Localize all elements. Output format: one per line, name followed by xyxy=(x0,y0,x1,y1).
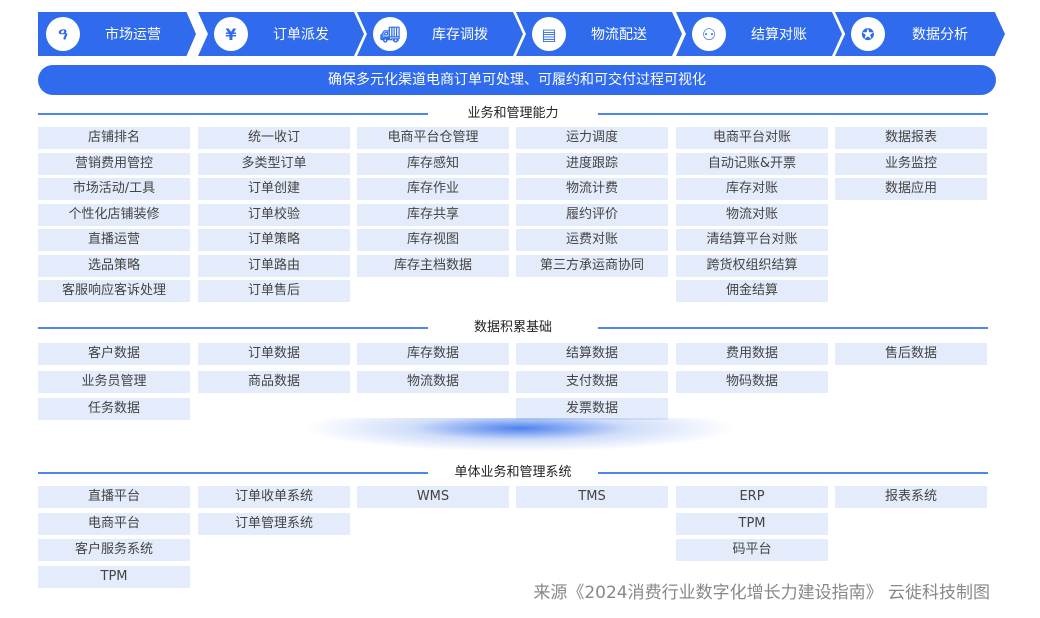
section-header: 单体业务和管理系统 xyxy=(38,463,988,483)
capability-cell: 客户数据 xyxy=(38,343,190,365)
divider xyxy=(38,327,428,329)
capability-cell: 库存作业 xyxy=(357,178,509,200)
capability-cell: 发票数据 xyxy=(516,398,668,420)
capability-cell: 电商平台 xyxy=(38,512,190,535)
divider xyxy=(38,472,428,474)
capability-cell: 库存数据 xyxy=(357,343,509,365)
capability-cell: 跨货权组织结算 xyxy=(676,254,828,277)
capability-cell: 订单路由 xyxy=(198,254,350,277)
section-title: 单体业务和管理系统 xyxy=(454,465,572,480)
capability-cell: 库存共享 xyxy=(357,203,509,226)
capability-cell: 支付数据 xyxy=(516,370,668,393)
capability-cell: 订单管理系统 xyxy=(198,512,350,535)
capability-cell: 店铺排名 xyxy=(38,127,190,149)
step-label: 市场运营 xyxy=(105,27,161,43)
capability-cell: 运力调度 xyxy=(516,127,668,149)
step-2: ¥ 订单派发 xyxy=(198,12,364,56)
capability-cell: TMS xyxy=(516,486,668,508)
section-header: 业务和管理能力 xyxy=(38,104,988,124)
section-header: 数据积累基础 xyxy=(38,318,988,338)
capability-cell: TPM xyxy=(676,512,828,535)
medal-icon: ✪ xyxy=(851,17,885,51)
capability-cell: 业务员管理 xyxy=(38,370,190,393)
step-label: 数据分析 xyxy=(912,27,968,43)
capability-cell: 佣金结算 xyxy=(676,280,828,302)
capability-cell: 订单售后 xyxy=(198,280,350,302)
step-label: 订单派发 xyxy=(273,27,329,43)
capability-cell: ERP xyxy=(676,486,828,508)
capability-cell: 电商平台仓管理 xyxy=(357,127,509,149)
network-icon: ዓ xyxy=(46,17,80,51)
capability-cell: 订单校验 xyxy=(198,203,350,226)
divider xyxy=(598,327,988,329)
capability-cell: 数据应用 xyxy=(835,178,987,200)
source-caption: 来源《2024消费行业数字化增长力建设指南》 云徙科技制图 xyxy=(533,583,990,603)
divider xyxy=(598,113,988,115)
step-label: 结算对账 xyxy=(751,27,807,43)
settlement-icon: ⚇ xyxy=(692,17,726,51)
capability-cell: 客户服务系统 xyxy=(38,539,190,562)
capability-cell: 市场活动/工具 xyxy=(38,178,190,200)
capability-cell: 库存主档数据 xyxy=(357,254,509,277)
capability-cell: 统一收订 xyxy=(198,127,350,149)
capability-cell: 物流计费 xyxy=(516,178,668,200)
goal-banner: 确保多元化渠道电商订单可处理、可履约和可交付过程可视化 xyxy=(38,65,996,95)
divider xyxy=(38,113,428,115)
truck-icon: 🚚︎ xyxy=(373,17,407,51)
capability-cell: 数据报表 xyxy=(835,127,987,149)
capability-cell: 物流数据 xyxy=(357,370,509,393)
capability-cell: 直播运营 xyxy=(38,229,190,251)
capability-cell: 库存感知 xyxy=(357,152,509,175)
capability-cell: 订单策略 xyxy=(198,229,350,251)
capability-cell: 履约评价 xyxy=(516,203,668,226)
capability-cell: 费用数据 xyxy=(676,343,828,365)
capability-cell: 结算数据 xyxy=(516,343,668,365)
capability-cell: 订单收单系统 xyxy=(198,486,350,508)
step-1: ዓ 市场运营 xyxy=(38,12,196,56)
capability-cell: 自动记账&开票 xyxy=(676,152,828,175)
capability-cell: 第三方承运商协同 xyxy=(516,254,668,277)
capability-cell: 客服响应客诉处理 xyxy=(38,280,190,302)
capability-cell: 库存对账 xyxy=(676,178,828,200)
step-label: 库存调拨 xyxy=(432,27,488,43)
glow-divider xyxy=(300,418,740,452)
divider xyxy=(598,472,988,474)
section-title: 业务和管理能力 xyxy=(467,106,559,121)
section-title: 数据积累基础 xyxy=(473,320,552,335)
step-label: 物流配送 xyxy=(591,27,647,43)
capability-cell: 商品数据 xyxy=(198,370,350,393)
step-4: ▤ 物流配送 xyxy=(516,12,682,56)
capability-cell: 订单创建 xyxy=(198,178,350,200)
step-3: 🚚︎ 库存调拨 xyxy=(357,12,523,56)
capability-cell: 电商平台对账 xyxy=(676,127,828,149)
capability-cell: 业务监控 xyxy=(835,152,987,175)
capability-cell: 选品策略 xyxy=(38,254,190,277)
capability-cell: 码平台 xyxy=(676,539,828,562)
capability-cell: 物流对账 xyxy=(676,203,828,226)
step-6: ✪ 数据分析 xyxy=(835,12,1005,56)
receipt-icon: ▤ xyxy=(532,17,566,51)
capability-cell: 售后数据 xyxy=(835,343,987,365)
capability-cell: 直播平台 xyxy=(38,486,190,508)
capability-cell: 多类型订单 xyxy=(198,152,350,175)
capability-cell: 个性化店铺装修 xyxy=(38,203,190,226)
capability-cell: 任务数据 xyxy=(38,398,190,420)
capability-cell: 营销费用管控 xyxy=(38,152,190,175)
capability-cell: WMS xyxy=(357,486,509,508)
yuan-cycle-icon: ¥ xyxy=(214,17,248,51)
capability-cell: 运费对账 xyxy=(516,229,668,251)
capability-cell: 订单数据 xyxy=(198,343,350,365)
capability-cell: 清结算平台对账 xyxy=(676,229,828,251)
capability-cell: 库存视图 xyxy=(357,229,509,251)
capability-cell: 进度跟踪 xyxy=(516,152,668,175)
capability-cell: 物码数据 xyxy=(676,370,828,393)
capability-cell: TPM xyxy=(38,566,190,589)
capability-cell: 报表系统 xyxy=(835,486,987,508)
step-5: ⚇ 结算对账 xyxy=(676,12,842,56)
